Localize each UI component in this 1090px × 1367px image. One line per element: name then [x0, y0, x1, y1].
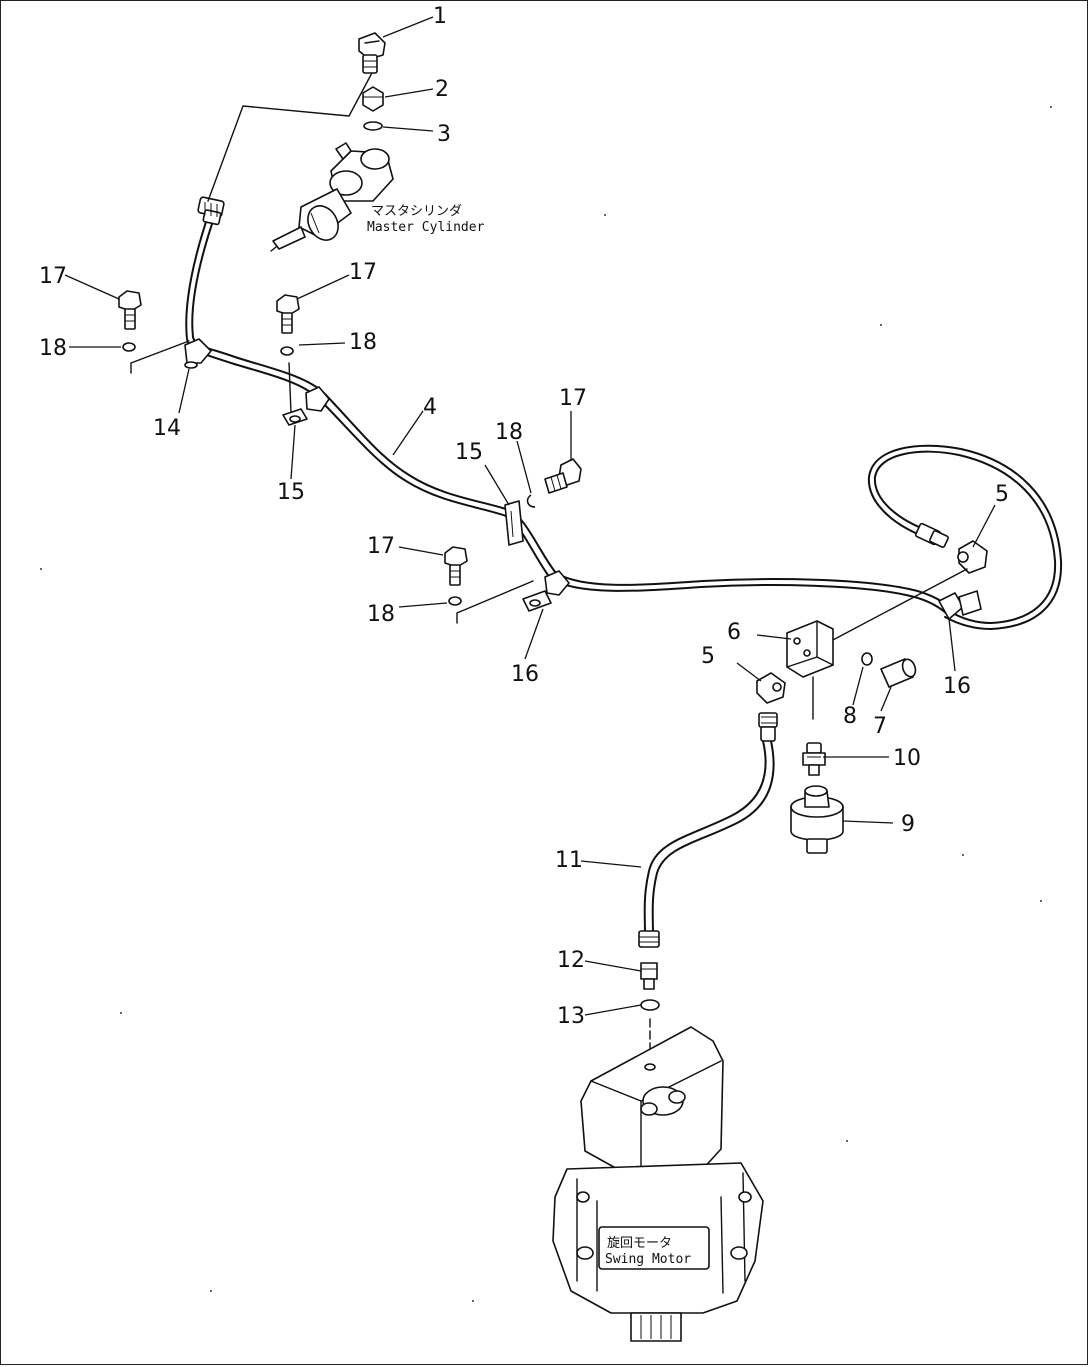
- pressure-switch-9: [790, 785, 844, 854]
- swing-motor: [552, 1026, 764, 1342]
- bracket-6: [786, 620, 834, 678]
- leader-elbow-to-bracket: [830, 568, 968, 642]
- clamp-14: [184, 338, 212, 369]
- callout-5-b: 5: [701, 644, 715, 669]
- callout-15-a: 15: [277, 480, 305, 505]
- leader-clamp-15-a: [288, 362, 292, 414]
- tube-fitting-upper: [197, 196, 225, 226]
- scan-specks: [40, 106, 1052, 1302]
- callout-17-d: 17: [367, 534, 395, 559]
- callout-leaders: [64, 16, 996, 1016]
- callout-2: 2: [435, 77, 449, 102]
- brake-hose-11: [638, 712, 778, 948]
- master-cylinder-label-jp: マスタシリンダ: [371, 204, 462, 219]
- callout-16-b: 16: [943, 674, 971, 699]
- callout-5-a: 5: [995, 482, 1009, 507]
- bolt-17-c: [544, 458, 582, 494]
- leader-clamp-16-a: [456, 580, 534, 624]
- callout-16-a: 16: [511, 662, 539, 687]
- clamp-16-b: [938, 590, 982, 620]
- callout-14: 14: [153, 416, 181, 441]
- washer-18-d: [448, 596, 462, 606]
- callout-18-b: 18: [349, 330, 377, 355]
- clamp-15-b: [504, 500, 524, 546]
- adapter-10: [802, 742, 826, 776]
- swing-motor-label-en: Swing Motor: [605, 1252, 691, 1267]
- adapter-12: [640, 962, 658, 990]
- callout-18-a: 18: [39, 336, 67, 361]
- clamp-15-a: [282, 386, 330, 426]
- callout-numbers: 1 2 3 4 5 5 6 7 8 9 10 11 12 13 14 15 15…: [39, 4, 1009, 1029]
- callout-18-d: 18: [367, 602, 395, 627]
- callout-17-c: 17: [559, 386, 587, 411]
- callout-6: 6: [727, 620, 741, 645]
- callout-17-b: 17: [349, 260, 377, 285]
- bolt-7: [880, 658, 917, 688]
- master-cylinder: [270, 142, 394, 252]
- callout-3: 3: [437, 122, 451, 147]
- clamp-16-a: [522, 570, 570, 612]
- swing-motor-label-jp: 旋回モータ: [607, 1236, 672, 1251]
- callout-1: 1: [433, 4, 447, 29]
- o-ring-13: [640, 999, 660, 1011]
- callout-4: 4: [423, 395, 437, 420]
- bolt-17-d: [444, 546, 468, 586]
- elbow-5-b: [756, 672, 786, 704]
- callout-17-a: 17: [39, 264, 67, 289]
- leader-tube-to-bleeder: [207, 70, 374, 202]
- nut-2: [362, 86, 384, 112]
- bolt-17-a: [118, 290, 142, 330]
- callout-9: 9: [901, 812, 915, 837]
- callout-13: 13: [557, 1004, 585, 1029]
- washer-18-b: [280, 346, 294, 356]
- bolt-17-b: [276, 294, 300, 334]
- callout-7: 7: [873, 714, 887, 739]
- o-ring-3: [363, 121, 383, 131]
- leader-clamp-14: [130, 340, 190, 374]
- callout-18-c: 18: [495, 420, 523, 445]
- washer-18-c: [526, 494, 536, 508]
- master-cylinder-label-en: Master Cylinder: [367, 220, 485, 235]
- washer-18-a: [122, 342, 136, 352]
- callout-12: 12: [557, 948, 585, 973]
- callout-11: 11: [555, 848, 583, 873]
- brake-hose-loop: [867, 444, 1063, 630]
- callout-8: 8: [843, 704, 857, 729]
- elbow-5-a: [957, 540, 988, 574]
- callout-15-b: 15: [455, 440, 483, 465]
- fitting-elbow-1: [358, 32, 386, 74]
- washer-8: [861, 652, 873, 666]
- callout-10: 10: [893, 746, 921, 771]
